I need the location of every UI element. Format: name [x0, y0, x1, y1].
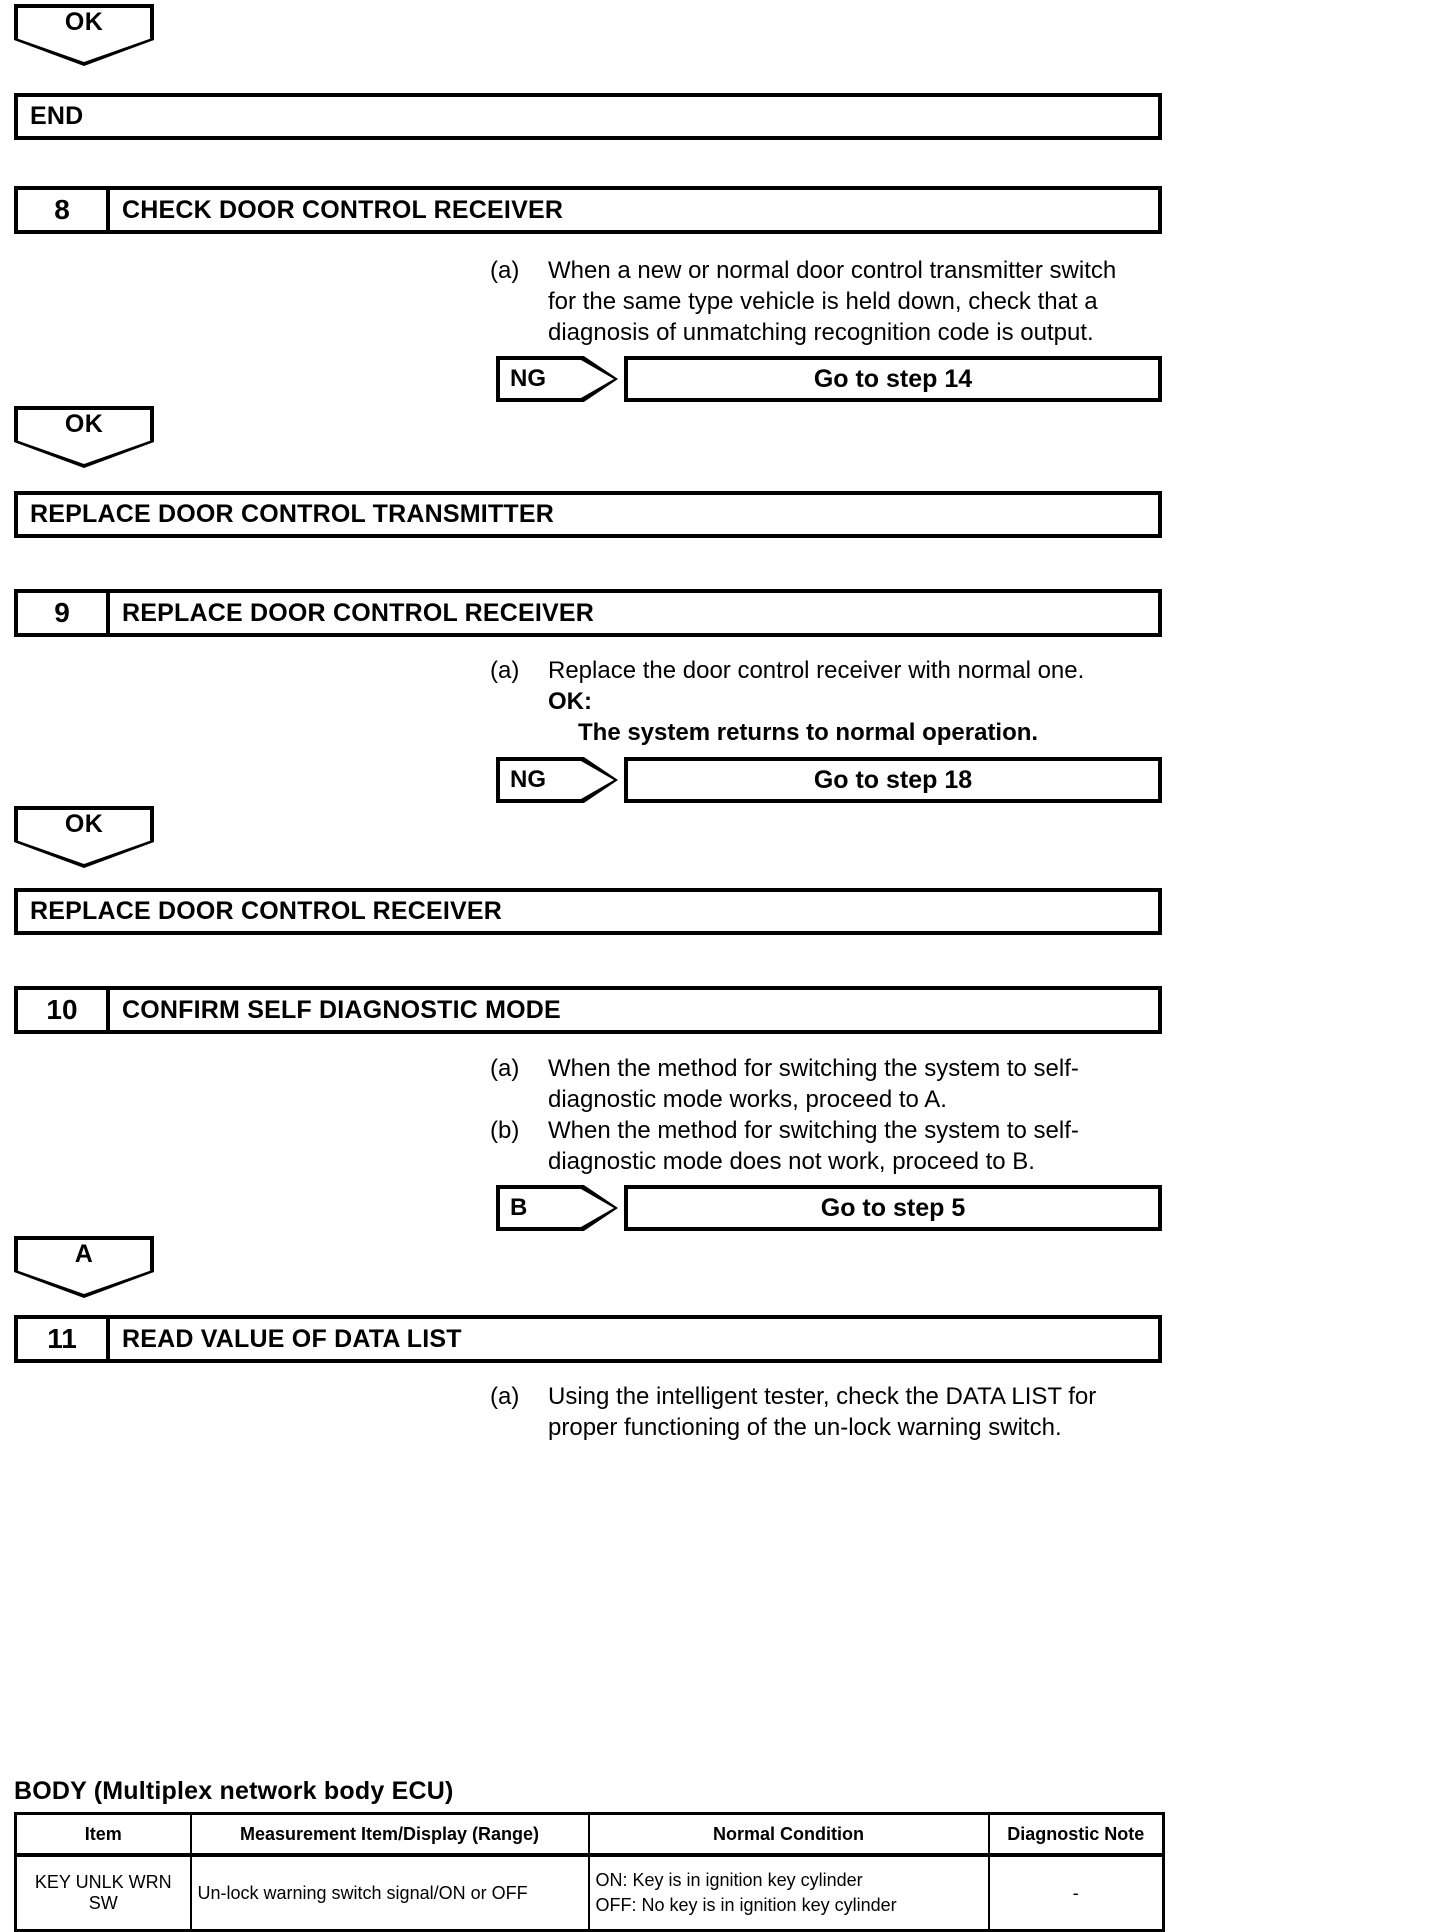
cell-normal-line2: OFF: No key is in ignition key cylinder [595, 1895, 897, 1915]
step-body-9: (a) Replace the door control receiver wi… [490, 655, 1150, 748]
result-bar-end-label: END [30, 102, 84, 130]
step-9-paragraph-a: (a) Replace the door control receiver wi… [490, 655, 1150, 686]
branch-target-step-5[interactable]: Go to step 5 [624, 1185, 1162, 1231]
step-11-paragraph-a: (a) Using the intelligent tester, check … [490, 1381, 1150, 1443]
connector-ok-step9: OK [14, 806, 154, 868]
connector-ok-step8: OK [14, 406, 154, 468]
step-10-paragraph-b-text: When the method for switching the system… [548, 1117, 1079, 1175]
step-8-paragraph-a: (a) When a new or normal door control tr… [490, 255, 1150, 348]
step-8-paragraph-a-text: When a new or normal door control transm… [548, 257, 1117, 346]
step-number-8: 8 [18, 190, 110, 230]
step-header-9: 9 REPLACE DOOR CONTROL RECEIVER [14, 589, 1162, 637]
result-bar-replace-transmitter-label: REPLACE DOOR CONTROL TRANSMITTER [30, 500, 554, 528]
connector-ok-step8-label: OK [64, 410, 104, 438]
table-header-row: Item Measurement Item/Display (Range) No… [14, 1812, 1165, 1857]
cell-diagnostic-note: - [987, 1854, 1165, 1932]
branch-step-9: NG Go to step 18 [496, 757, 1162, 803]
connector-a-step10-label: A [74, 1240, 94, 1268]
branch-step-10: B Go to step 5 [496, 1185, 1162, 1231]
step-9-paragraph-a-text: Replace the door control receiver with n… [548, 657, 1085, 684]
step-body-8: (a) When a new or normal door control tr… [490, 255, 1150, 348]
cell-measurement: Un-lock warning switch signal/ON or OFF [189, 1854, 590, 1932]
step-number-9: 9 [18, 593, 110, 633]
step-10-paragraph-a-text: When the method for switching the system… [548, 1055, 1079, 1113]
step-11-paragraph-a-text: Using the intelligent tester, check the … [548, 1383, 1097, 1441]
column-header-normal-condition: Normal Condition [587, 1812, 990, 1857]
step-title-8: CHECK DOOR CONTROL RECEIVER [122, 195, 564, 224]
step-title-10: CONFIRM SELF DIAGNOSTIC MODE [122, 995, 561, 1024]
step-header-11: 11 READ VALUE OF DATA LIST [14, 1315, 1162, 1363]
column-header-measurement: Measurement Item/Display (Range) [189, 1812, 590, 1857]
result-bar-replace-transmitter: REPLACE DOOR CONTROL TRANSMITTER [14, 491, 1162, 538]
step-9-paragraph-a-marker: (a) [490, 657, 520, 684]
step-body-11: (a) Using the intelligent tester, check … [490, 1381, 1150, 1443]
cell-item-line2: SW [88, 1893, 118, 1913]
step-header-10: 10 CONFIRM SELF DIAGNOSTIC MODE [14, 986, 1162, 1034]
branch-tag-b-10: B [496, 1185, 618, 1231]
data-list-caption: BODY (Multiplex network body ECU) [14, 1777, 454, 1805]
connector-a-step10: A [14, 1236, 154, 1298]
cell-normal-condition: ON: Key is in ignition key cylinder OFF:… [587, 1854, 990, 1932]
data-list-table: Item Measurement Item/Display (Range) No… [14, 1812, 1165, 1932]
branch-target-step-14[interactable]: Go to step 14 [624, 356, 1162, 402]
step-title-11: READ VALUE OF DATA LIST [122, 1324, 462, 1353]
step-8-paragraph-a-marker: (a) [490, 257, 520, 284]
branch-tag-ng-8: NG [496, 356, 618, 402]
table-row: KEY UNLK WRN SW Un-lock warning switch s… [14, 1854, 1165, 1932]
step-10-paragraph-b-marker: (b) [490, 1117, 520, 1144]
cell-normal-line1: ON: Key is in ignition key cylinder [595, 1870, 863, 1890]
branch-tag-ng-9-label: NG [510, 766, 546, 793]
result-bar-end: END [14, 93, 1162, 140]
step-11-paragraph-a-marker: (a) [490, 1383, 520, 1410]
column-header-diagnostic-note: Diagnostic Note [987, 1812, 1165, 1857]
step-9-ok-detail: The system returns to normal operation. [578, 719, 1039, 746]
cell-item: KEY UNLK WRN SW [14, 1854, 192, 1932]
connector-ok-top: OK [14, 4, 154, 66]
step-10-paragraph-a: (a) When the method for switching the sy… [490, 1053, 1130, 1115]
branch-target-step-18[interactable]: Go to step 18 [624, 757, 1162, 803]
step-number-11: 11 [18, 1319, 110, 1359]
branch-tag-ng-9: NG [496, 757, 618, 803]
step-9-ok-label: OK: [548, 688, 592, 715]
branch-tag-ng-8-label: NG [510, 365, 546, 392]
connector-ok-step9-label: OK [64, 810, 104, 838]
step-header-8: 8 CHECK DOOR CONTROL RECEIVER [14, 186, 1162, 234]
result-bar-replace-receiver: REPLACE DOOR CONTROL RECEIVER [14, 888, 1162, 935]
branch-step-8: NG Go to step 14 [496, 356, 1162, 402]
branch-tag-b-10-label: B [510, 1194, 528, 1221]
step-10-paragraph-a-marker: (a) [490, 1055, 520, 1082]
step-body-10: (a) When the method for switching the sy… [490, 1053, 1130, 1177]
cell-item-line1: KEY UNLK WRN [34, 1872, 172, 1892]
column-header-item: Item [14, 1812, 192, 1857]
step-10-paragraph-b: (b) When the method for switching the sy… [490, 1115, 1130, 1177]
result-bar-replace-receiver-label: REPLACE DOOR CONTROL RECEIVER [30, 897, 503, 925]
step-number-10: 10 [18, 990, 110, 1030]
step-title-9: REPLACE DOOR CONTROL RECEIVER [122, 598, 595, 627]
connector-ok-top-label: OK [64, 8, 104, 36]
